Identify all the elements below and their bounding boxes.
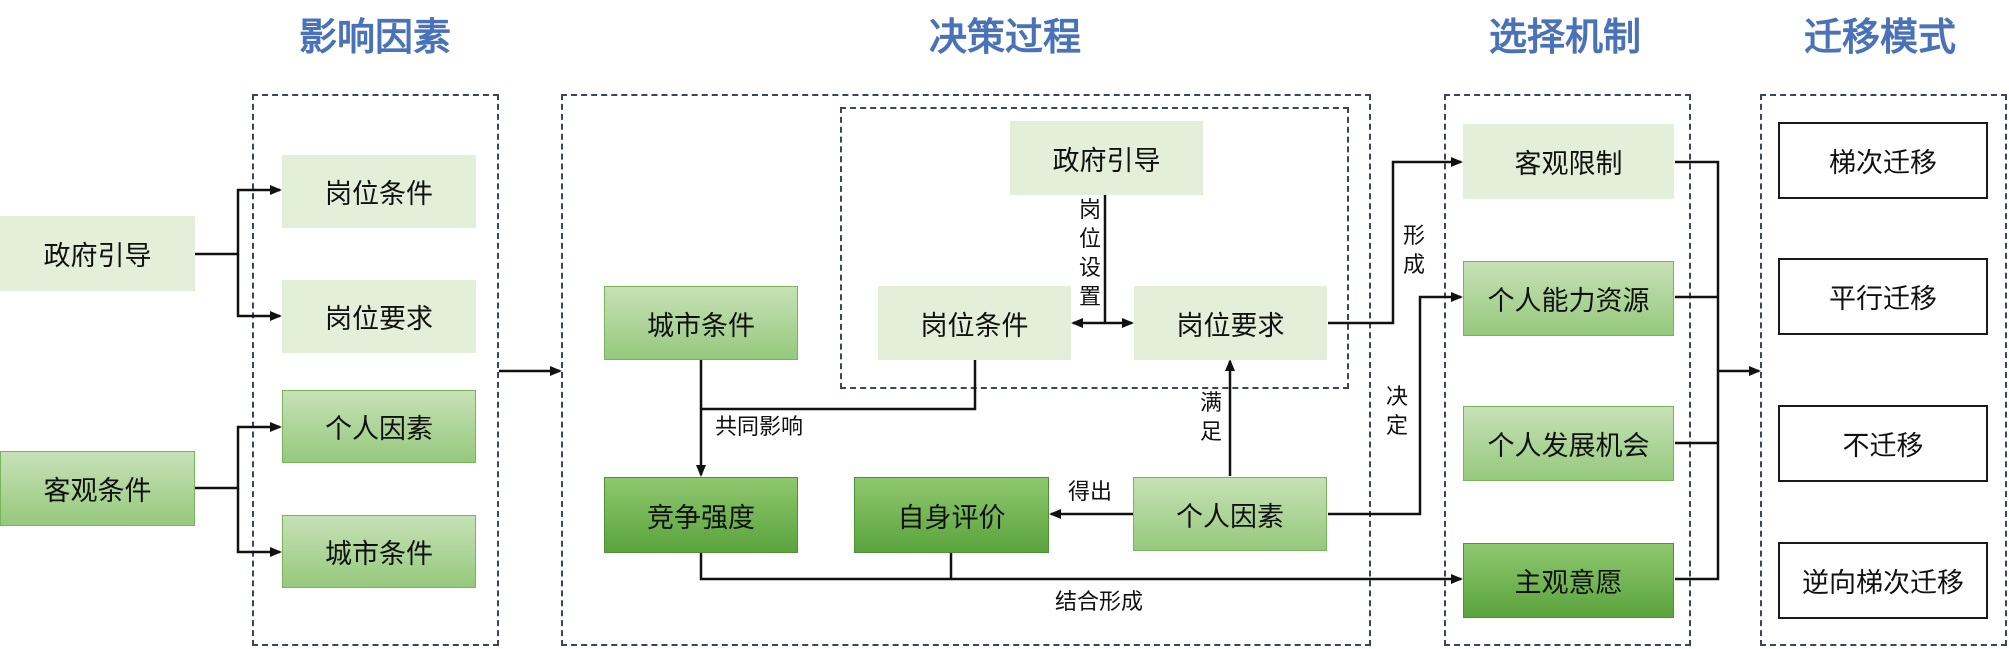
factor-job-conditions: 岗位条件 (282, 155, 476, 228)
selection-objective-limits: 客观限制 (1463, 124, 1674, 199)
factor-personal-factors: 个人因素 (282, 390, 476, 463)
factor-objective-conditions: 客观条件 (0, 451, 195, 526)
label-combine-form: 结合形成 (1055, 590, 1144, 615)
migration-frame (1760, 94, 2007, 646)
job-subframe (840, 107, 1349, 389)
label-determine: 决定 (1385, 385, 1408, 439)
migration-stepwise: 梯次迁移 (1778, 122, 1988, 199)
decision-personal-factors: 个人因素 (1133, 477, 1327, 551)
factor-gov-guidance: 政府引导 (0, 216, 195, 291)
factors-frame (252, 94, 499, 646)
label-joint-influence: 共同影响 (715, 415, 804, 440)
decision-self-evaluation: 自身评价 (854, 477, 1049, 553)
label-satisfy: 满足 (1199, 391, 1222, 445)
header-factors: 影响因素 (298, 14, 451, 59)
decision-city-conditions: 城市条件 (604, 286, 798, 360)
label-obtain: 得出 (1068, 480, 1113, 505)
factor-city-conditions: 城市条件 (282, 515, 476, 588)
decision-gov-guidance: 政府引导 (1010, 121, 1203, 195)
header-selection: 选择机制 (1488, 14, 1641, 59)
decision-job-conditions: 岗位条件 (878, 286, 1071, 360)
decision-competition-intensity: 竞争强度 (604, 477, 798, 553)
migration-parallel: 平行迁移 (1778, 258, 1988, 335)
selection-ability-resources: 个人能力资源 (1463, 261, 1674, 336)
selection-frame (1444, 94, 1691, 646)
label-job-setting: 岗位设置 (1078, 198, 1101, 310)
selection-development-opportunities: 个人发展机会 (1463, 406, 1674, 481)
label-form: 形成 (1402, 224, 1425, 278)
header-decision: 决策过程 (928, 14, 1081, 59)
selection-subjective-will: 主观意愿 (1463, 543, 1674, 618)
decision-job-requirements: 岗位要求 (1134, 286, 1327, 360)
migration-reverse-stepwise: 逆向梯次迁移 (1778, 542, 1988, 619)
migration-none: 不迁移 (1778, 405, 1988, 482)
factor-job-requirements: 岗位要求 (282, 280, 476, 353)
decision-frame (561, 94, 1371, 646)
header-migration: 迁移模式 (1803, 14, 1956, 59)
